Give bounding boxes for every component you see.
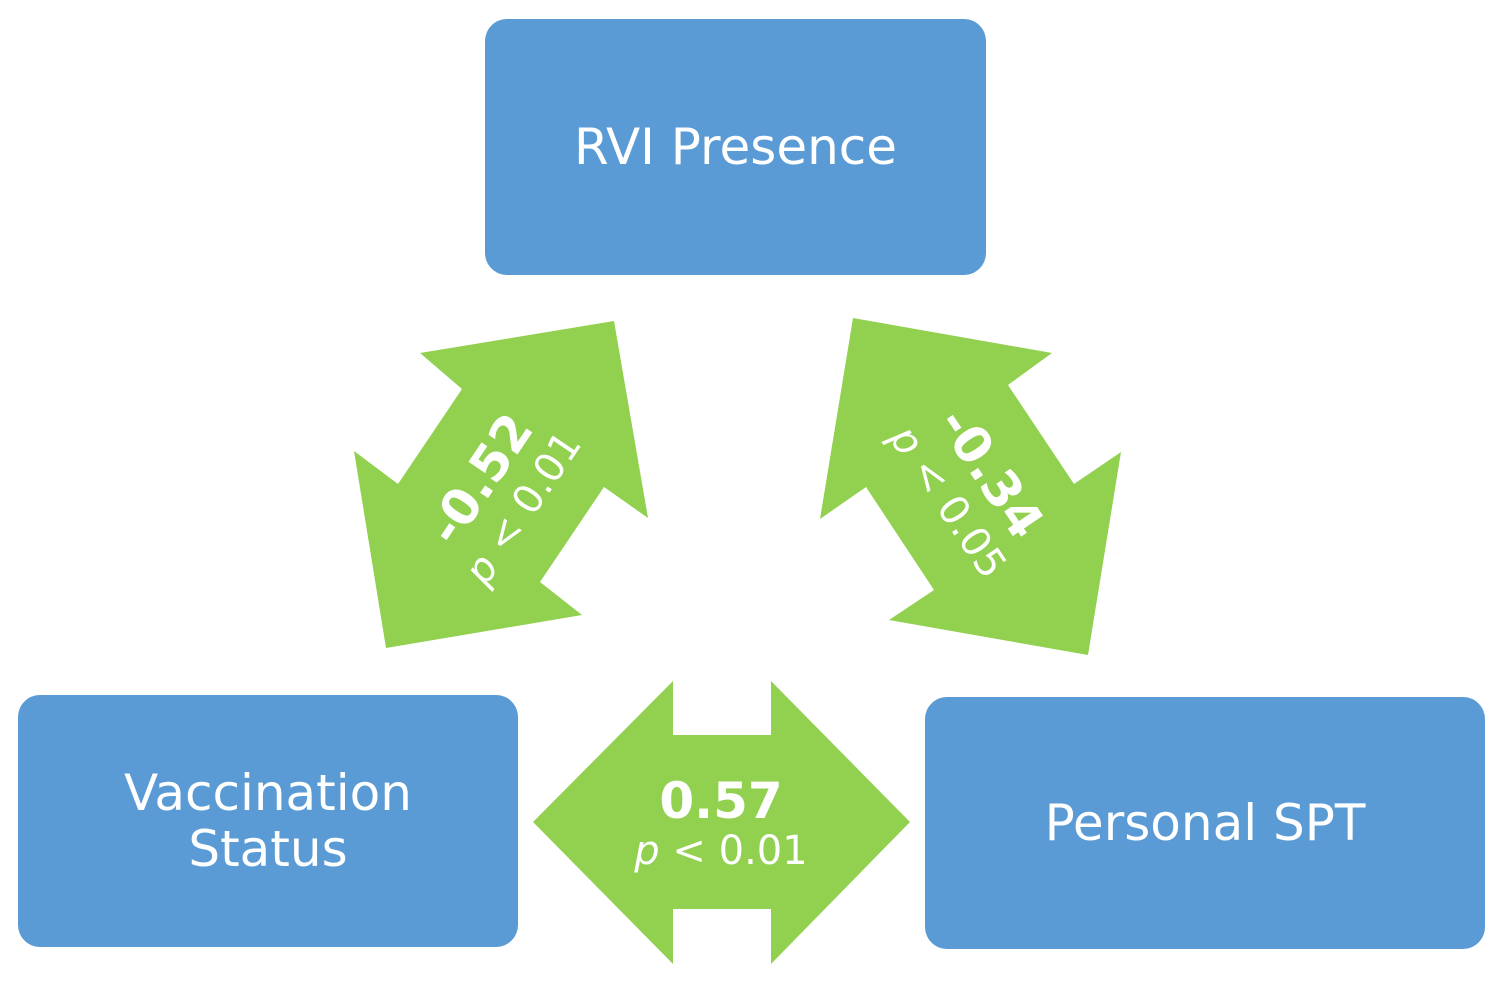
personal-spt-label: Personal SPT <box>1044 794 1366 852</box>
vaccination-status-box: Vaccination Status <box>18 695 518 947</box>
rvi-presence-box: RVI Presence <box>485 19 986 275</box>
arrow-vaccination-rvi: -0.52 p < 0.01 <box>354 321 648 648</box>
personal-spt-box: Personal SPT <box>925 697 1485 949</box>
arrow-vaccination-spt: 0.57 p < 0.01 <box>533 681 910 964</box>
p-value: p < 0.01 <box>633 828 807 874</box>
vaccination-status-label-line2: Status <box>188 820 348 878</box>
vaccination-status-label-line1: Vaccination <box>124 764 412 822</box>
correlation-coefficient: 0.57 <box>659 772 782 830</box>
arrow-rvi-spt: -0.34 p < 0.05 <box>820 318 1121 655</box>
rvi-presence-label: RVI Presence <box>573 118 898 176</box>
double-arrow-icon <box>820 318 1121 655</box>
double-arrow-icon <box>533 681 910 964</box>
double-arrow-icon <box>354 321 648 648</box>
